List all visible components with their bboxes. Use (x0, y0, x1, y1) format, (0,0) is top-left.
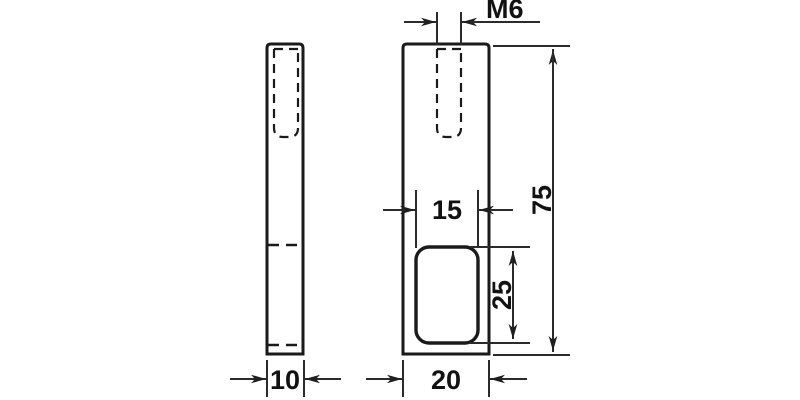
dimension-label-75: 75 (527, 185, 557, 215)
dimension-label-m6: M6 (486, 0, 524, 24)
dimension-label-20: 20 (431, 365, 461, 395)
dimension-label-25: 25 (487, 280, 517, 310)
side-view (265, 42, 305, 356)
dimension-cutout-height-25: 25 (470, 246, 530, 344)
dimension-label-15: 15 (432, 195, 462, 225)
dimension-thickness-10: 10 (230, 360, 341, 397)
dimension-height-75: 75 (493, 45, 570, 356)
front-view-thread-hidden-outline (435, 49, 463, 139)
dimension-cutout-width-15: 15 (383, 190, 513, 248)
dimension-thread-m6: M6 (404, 0, 540, 45)
side-view-thread-hidden-outline (272, 49, 300, 139)
side-view-body-outline (265, 42, 305, 356)
front-view-cutout (414, 245, 480, 345)
front-view (401, 42, 491, 356)
dimension-label-10: 10 (270, 365, 300, 395)
dimension-width-20: 20 (366, 360, 527, 397)
